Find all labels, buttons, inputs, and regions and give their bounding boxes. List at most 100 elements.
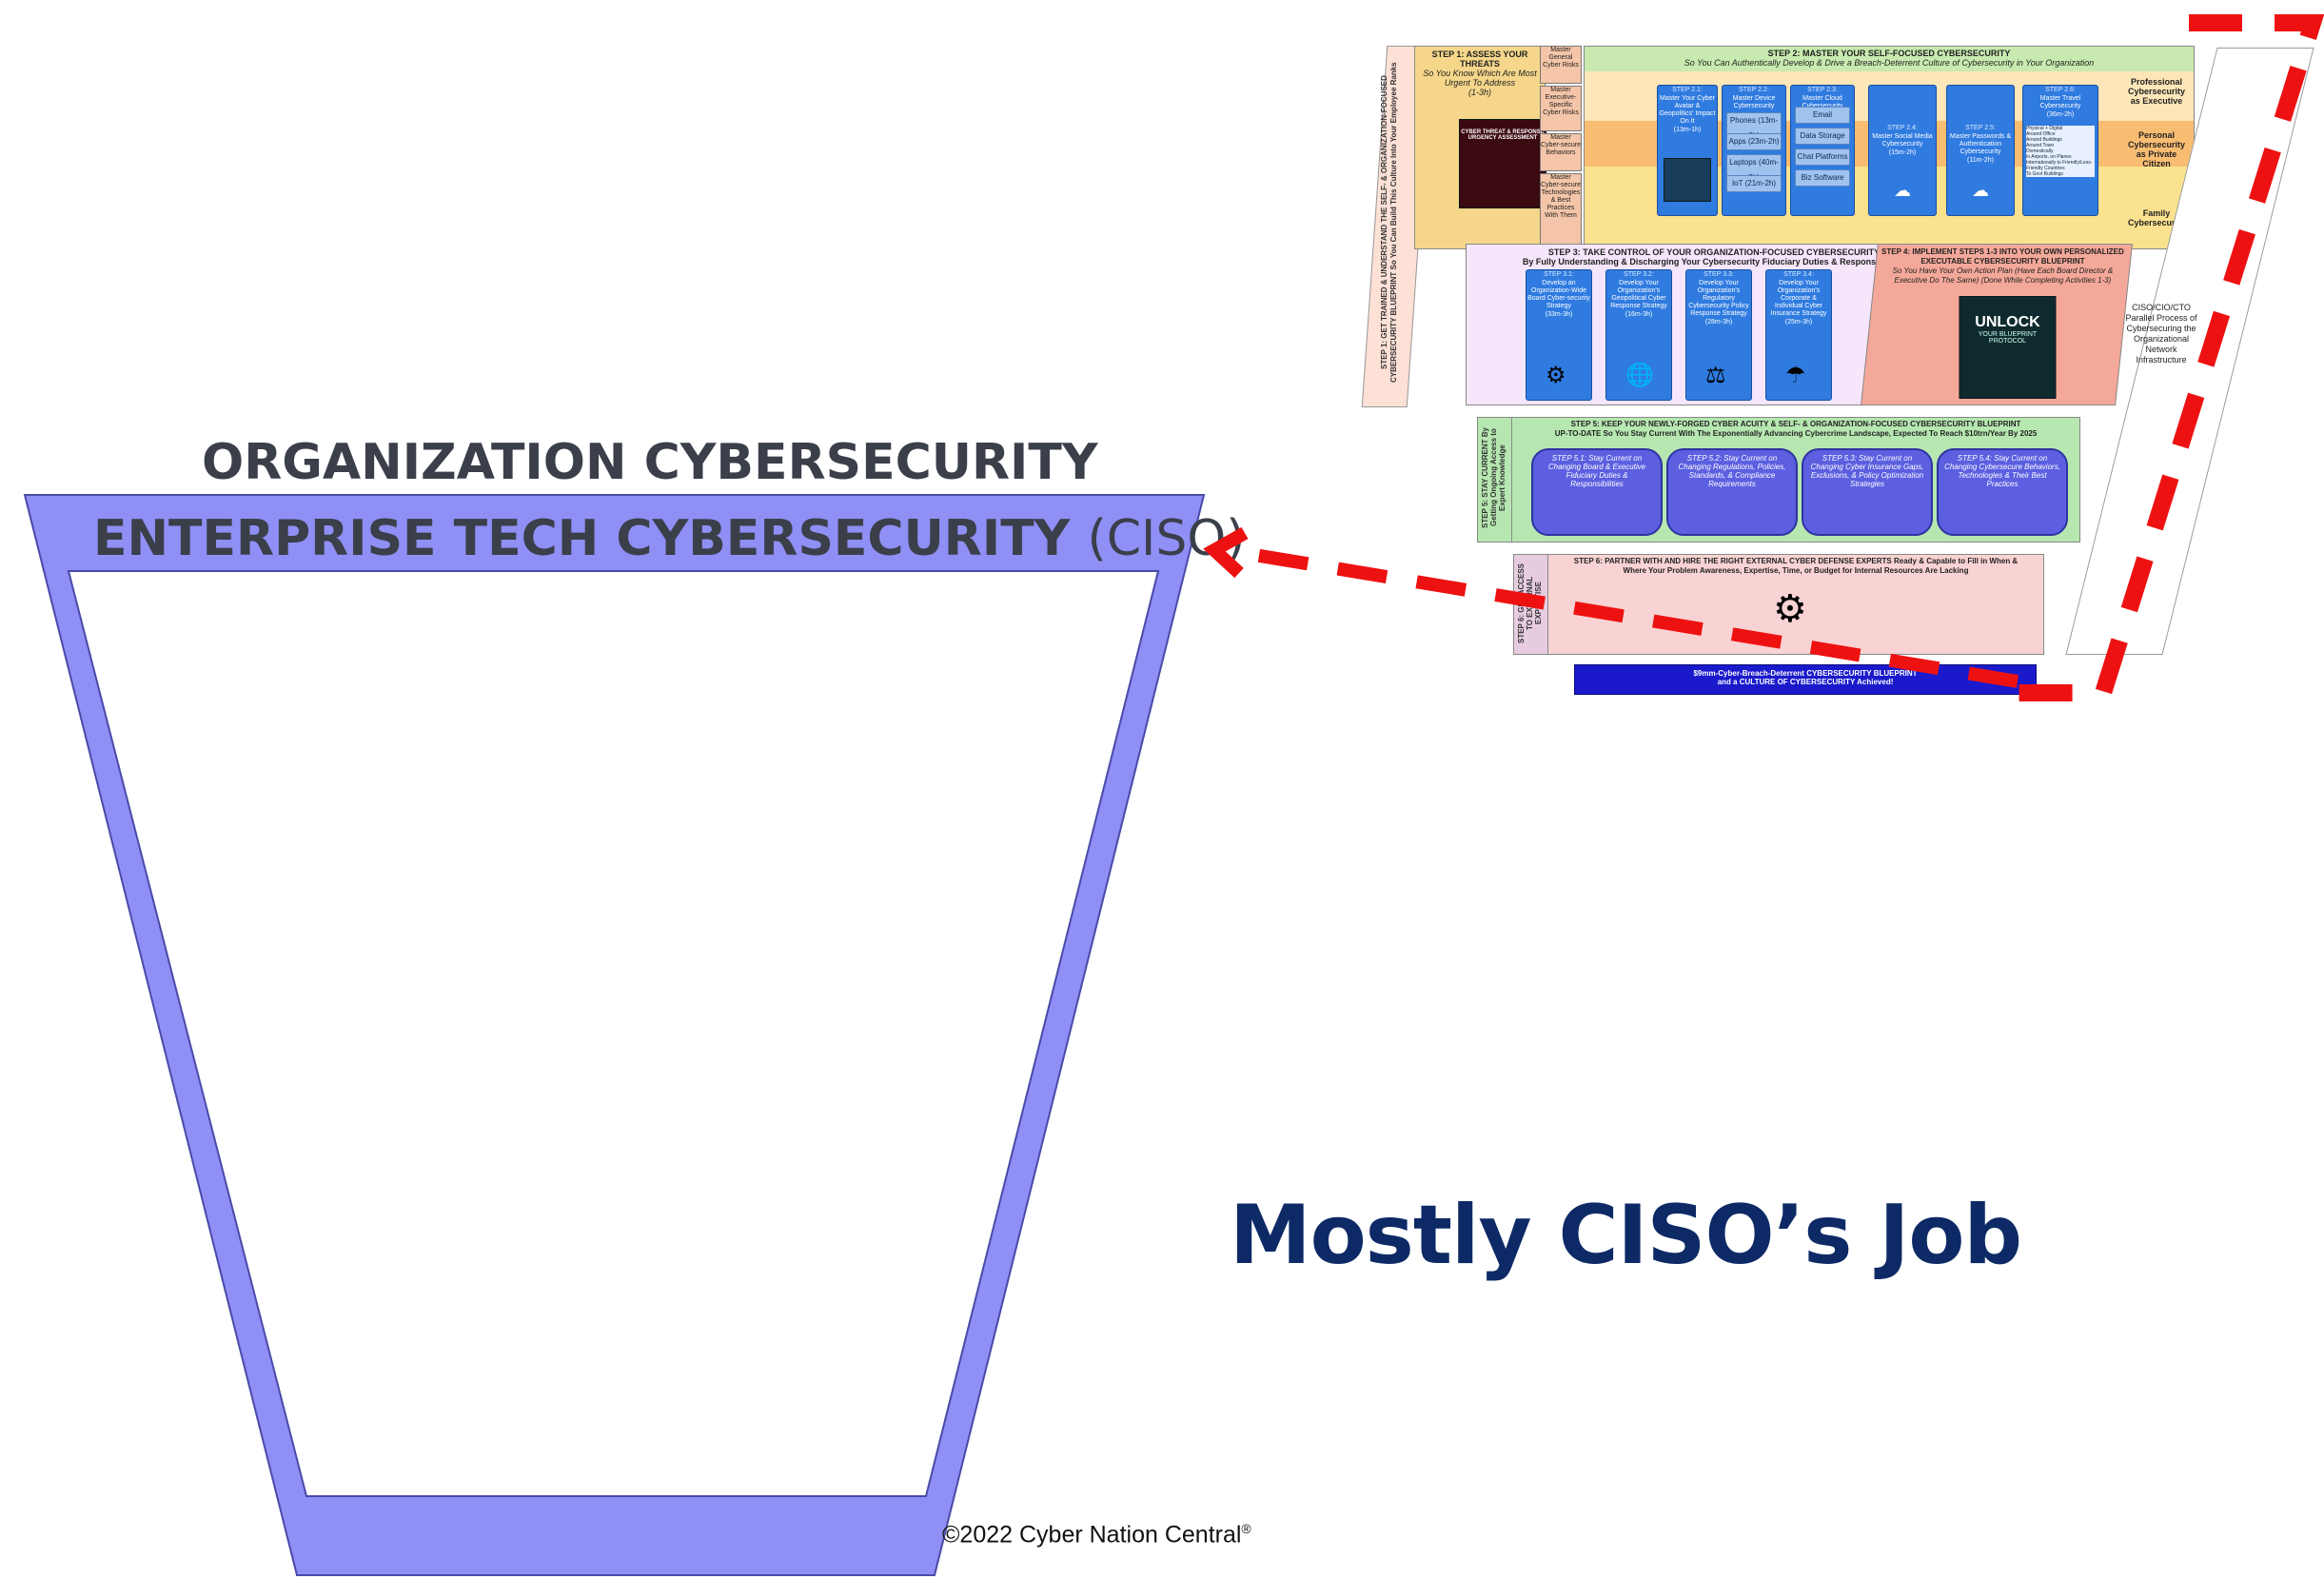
step3-card-1-label: STEP 3.1: — [1544, 271, 1574, 278]
enterprise-tech-label: ENTERPRISE TECH CYBERSECURITY — [93, 510, 1071, 567]
passwords-cloud-icon: ☁ — [1972, 181, 1989, 200]
ciso-pointer-dashed-line — [1235, 545, 2019, 688]
step2-card-5-time: (11m-2h) — [1967, 157, 1994, 164]
step3-card-3: STEP 3.3: Develop Your Organization's Re… — [1685, 269, 1752, 401]
cloud-chip-email: Email — [1795, 107, 1850, 124]
master-tab-executive: Master Executive-Specific Cyber Risks — [1540, 86, 1582, 131]
step3-card-1: STEP 3.1: Develop an Organization-Wide B… — [1526, 269, 1592, 401]
step5-title: STEP 5: KEEP YOUR NEWLY-FORGED CYBER ACU… — [1570, 420, 2021, 428]
step3-card-3-text: Develop Your Organization's Regulatory C… — [1688, 280, 1749, 317]
travel-item: Physical + Digital — [2026, 126, 2063, 131]
step3-card-1-time: (33m-3h) — [1545, 311, 1573, 318]
step3-card-2-text: Develop Your Organization's Geopolitical… — [1610, 280, 1667, 309]
cloud-chip-data-storage: Data Storage — [1795, 128, 1850, 145]
organization-cybersecurity-title: ORGANIZATION CYBERSECURITY — [202, 434, 1098, 491]
master-tabs: Master General Cyber Risks Master Execut… — [1540, 46, 1582, 249]
step5-cylinder-2-text: STEP 5.2: Stay Current on Changing Regul… — [1678, 454, 1786, 488]
step5-cylinder-1-text: STEP 5.1: Stay Current on Changing Board… — [1547, 454, 1646, 488]
step5-sub: UP-TO-DATE So You Stay Current With The … — [1554, 429, 2038, 438]
device-chip-apps: Apps (23m-2h) — [1726, 133, 1782, 150]
step3-title: STEP 3: TAKE CONTROL OF YOUR ORGANIZATIO… — [1547, 247, 1881, 257]
travel-item: Around Buildings — [2026, 137, 2062, 143]
step3-card-4-label: STEP 3.4: — [1783, 271, 1814, 278]
band-personal: Personal Cybersecurity as Private Citize… — [2127, 130, 2186, 168]
master-tab-behaviors: Master Cyber-secure Behaviors — [1540, 133, 1582, 171]
mostly-ciso-job-caption: Mostly CISO’s Job — [1230, 1188, 2022, 1283]
social-media-cloud-icon: ☁ — [1894, 181, 1911, 200]
step2-card-6: STEP 2.6: Master Travel Cybersecurity (3… — [2022, 85, 2098, 216]
funnel-band — [23, 494, 1206, 1576]
step5-box: STEP 5: KEEP YOUR NEWLY-FORGED CYBER ACU… — [1511, 417, 2080, 543]
step2-card-6-label: STEP 2.6: — [2045, 87, 2076, 93]
globe-icon: 🌐 — [1625, 363, 1654, 388]
copyright-notice: ©2022 Cyber Nation Central® — [942, 1521, 1251, 1549]
step5-cylinder-1: STEP 5.1: Stay Current on Changing Board… — [1531, 448, 1663, 536]
step5-cylinder-4: STEP 5.4: Stay Current on Changing Cyber… — [1937, 448, 2068, 536]
registered-mark: ® — [1241, 1521, 1251, 1536]
step2-card-5-text: Master Passwords & Authentication Cybers… — [1949, 133, 2012, 155]
step2-card-6-text: Master Travel Cybersecurity — [2039, 95, 2081, 109]
step5-cylinder-3-text: STEP 5.3: Stay Current on Changing Cyber… — [1810, 454, 1924, 488]
enterprise-tech-funnel — [23, 494, 1206, 1576]
step2-title: STEP 2: MASTER YOUR SELF-FOCUSED CYBERSE… — [1767, 49, 2011, 58]
cloud-chip-chat: Chat Platforms — [1795, 148, 1850, 166]
cyber-avatar-image — [1664, 158, 1711, 202]
step2-card-3-label: STEP 2.3: — [1807, 87, 1838, 93]
blueprint-diagram: STEP 1: GET TRAINED & UNDERSTAND THE SEL… — [1361, 38, 2322, 704]
step2-card-6-time: (36m-2h) — [2046, 111, 2075, 118]
step3-card-2: STEP 3.2: Develop Your Organization's Ge… — [1605, 269, 1672, 401]
step3-card-2-time: (16m-3h) — [1625, 311, 1653, 318]
step2-card-2: STEP 2.2: Master Device Cybersecurity Ph… — [1722, 85, 1786, 216]
step3-card-3-time: (28m-3h) — [1704, 319, 1733, 326]
step2-card-3-text: Master Cloud Cybersecurity — [1802, 95, 1843, 109]
step1-sub: So You Know Which Are Most Urgent To Add… — [1423, 69, 1537, 88]
step3-card-4-time: (25m-3h) — [1784, 319, 1813, 326]
step2-card-5: STEP 2.5: Master Passwords & Authenticat… — [1946, 85, 2015, 216]
step2-card-2-text: Master Device Cybersecurity — [1732, 95, 1776, 109]
band-family: Family Cybersecurity — [2127, 208, 2186, 227]
travel-item: To Govt Buildings — [2026, 171, 2063, 177]
step2-card-3: STEP 2.3: Master Cloud Cybersecurity Ema… — [1790, 85, 1855, 216]
step2-card-1: STEP 2.1: Master Your Cyber Avatar & Geo… — [1657, 85, 1718, 216]
final-banner: $9mm-Cyber-Breach-Deterrent CYBERSECURIT… — [1574, 664, 2037, 695]
step3-sub: By Fully Understanding & Discharging You… — [1522, 257, 1906, 266]
step2-card-4-text: Master Social Media Cybersecurity — [1872, 133, 1933, 148]
step2-card-1-text: Master Your Cyber Avatar & Geopolitics' … — [1659, 95, 1716, 125]
arrow-head-icon — [1203, 526, 1249, 579]
master-tab-general: Master General Cyber Risks — [1540, 46, 1582, 84]
step5-cylinder-2: STEP 5.2: Stay Current on Changing Regul… — [1666, 448, 1798, 536]
device-chip-iot: IoT (21m-2h) — [1726, 175, 1782, 192]
step3-card-3-label: STEP 3.3: — [1704, 271, 1734, 278]
step1-time: (1-3h) — [1467, 88, 1491, 97]
step2-card-1-label: STEP 2.1: — [1672, 87, 1703, 93]
step1-cover-title: CYBER THREAT & RESPONSE URGENCY ASSESSME… — [1461, 129, 1545, 141]
step2-box: STEP 2: MASTER YOUR SELF-FOCUSED CYBERSE… — [1584, 46, 2195, 249]
step2-sub: So You Can Authentically Develop & Drive… — [1684, 58, 2095, 68]
step3-card-2-label: STEP 3.2: — [1624, 271, 1654, 278]
copyright-text: ©2022 Cyber Nation Central — [942, 1521, 1242, 1549]
travel-item: Around Town — [2026, 143, 2055, 148]
travel-item: Around Office — [2026, 131, 2056, 137]
scales-of-justice-icon: ⚖ — [1705, 363, 1726, 388]
step1-title: STEP 1: ASSESS YOUR THREATS — [1431, 49, 1528, 69]
travel-list: Physical + Digital Around Office Around … — [2026, 126, 2095, 177]
step3-card-1-text: Develop an Organization-Wide Board Cyber… — [1527, 280, 1590, 309]
travel-item: Domestically — [2026, 148, 2054, 154]
umbrella-icon: ☂ — [1785, 363, 1806, 388]
robot-arms-icon: ⚙ — [1546, 363, 1566, 388]
step2-card-5-label: STEP 2.5: — [1965, 125, 1996, 131]
step2-card-4-time: (15m-2h) — [1888, 149, 1917, 156]
step1-box: STEP 1: ASSESS YOUR THREATS So You Know … — [1414, 46, 1546, 249]
step2-card-2-label: STEP 2.2: — [1739, 87, 1769, 93]
step1-cover-image: CYBER THREAT & RESPONSE URGENCY ASSESSME… — [1459, 119, 1546, 208]
travel-item: In Airports, on Planes — [2026, 154, 2072, 160]
ciso-parallel-note: CISO/CIO/CTO Parallel Process of Cyberse… — [2125, 303, 2197, 365]
step3-card-4: STEP 3.4: Develop Your Organization's Co… — [1765, 269, 1832, 401]
step6-box: STEP 6: PARTNER WITH AND HIRE THE RIGHT … — [1547, 554, 2044, 655]
final-banner-line2: and a CULTURE OF CYBERSECURITY Achieved! — [1717, 678, 1894, 686]
step5-cylinder-4-text: STEP 5.4: Stay Current on Changing Cyber… — [1944, 454, 2060, 488]
step2-header: STEP 2: MASTER YOUR SELF-FOCUSED CYBERSE… — [1585, 47, 2194, 71]
band-professional: Professional Cybersecurity as Executive — [2127, 77, 2186, 106]
final-banner-line1: $9mm-Cyber-Breach-Deterrent CYBERSECURIT… — [1693, 669, 1918, 678]
